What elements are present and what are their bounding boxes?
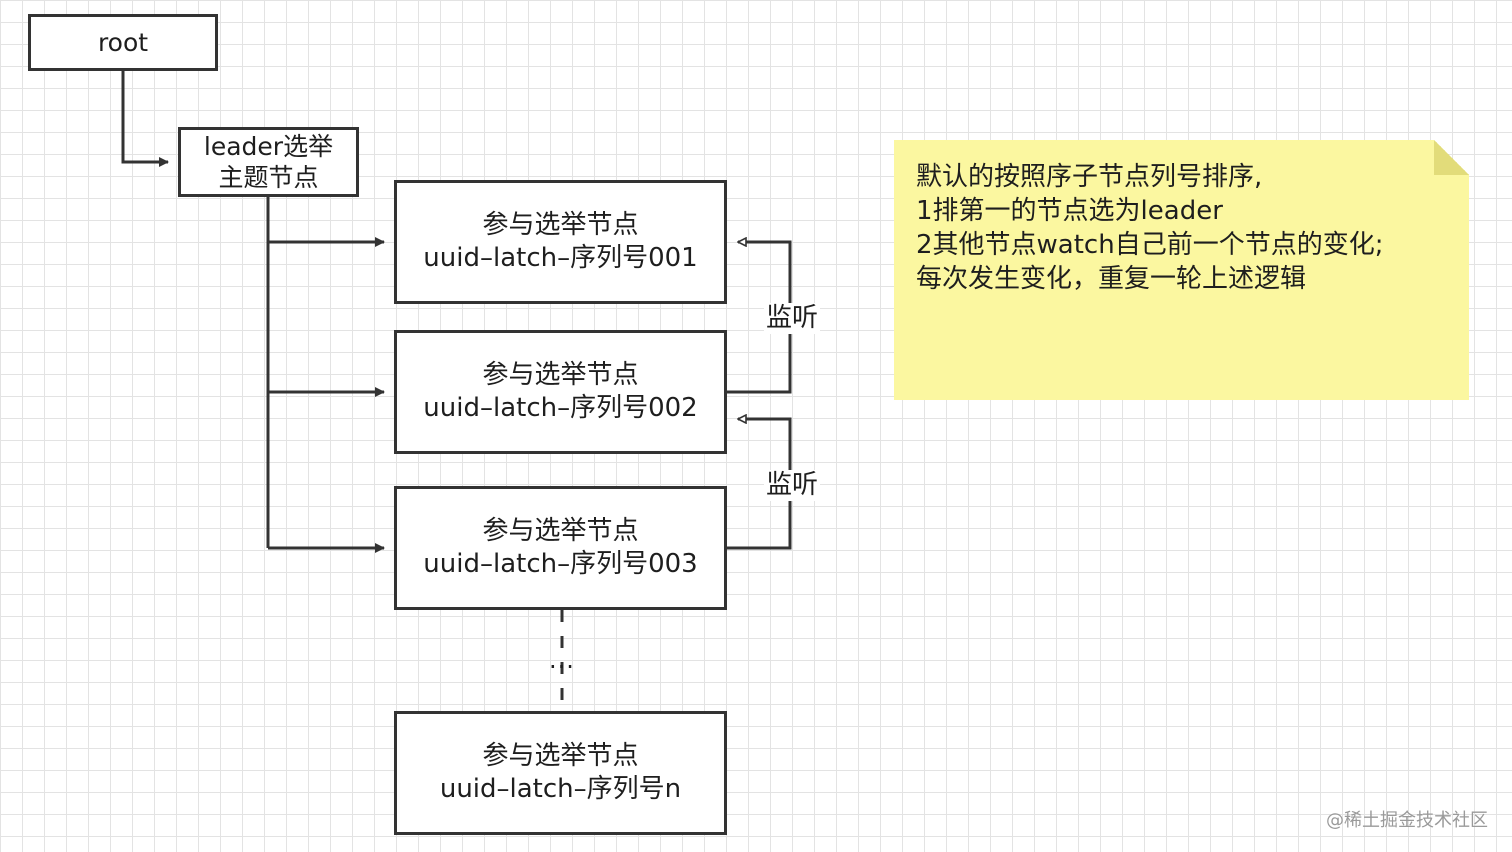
participant-node-title: 参与选举节点: [482, 209, 639, 240]
sticky-note: 默认的按照序子节点列号排序, 1排第一的节点选为leader 2其他节点watc…: [894, 140, 1469, 400]
note-line-4: 每次发生变化，重复一轮上述逻辑: [916, 264, 1307, 294]
watch-label-1: 监听: [764, 303, 821, 335]
participant-node-id: uuid–latch–序列号n: [439, 774, 682, 804]
participant-node-001: 参与选举节点 uuid–latch–序列号001: [394, 180, 727, 304]
participant-node-title: 参与选举节点: [482, 359, 639, 390]
participant-node-n: 参与选举节点 uuid–latch–序列号n: [394, 711, 727, 835]
participant-node-title: 参与选举节点: [482, 515, 639, 546]
participant-node-title: 参与选举节点: [482, 740, 639, 771]
watch-label-2: 监听: [764, 470, 821, 502]
note-line-2: 1排第一的节点选为leader: [916, 196, 1223, 226]
note-line-3: 2其他节点watch自己前一个节点的变化;: [916, 230, 1384, 260]
participant-node-id: uuid–latch–序列号001: [423, 243, 698, 273]
participant-node-002: 参与选举节点 uuid–latch–序列号002: [394, 330, 727, 454]
sticky-note-folded-corner: [1434, 140, 1469, 175]
root-to-topic-connector: [121, 71, 169, 167]
topic-node-line1: leader选举: [203, 131, 334, 161]
note-line-1: 默认的按照序子节点列号排序,: [916, 162, 1263, 192]
ellipsis-label: ...: [549, 646, 575, 674]
root-node: root: [28, 14, 218, 71]
participant-node-003: 参与选举节点 uuid–latch–序列号003: [394, 486, 727, 610]
watermark: @稀土掘金技术社区: [1326, 810, 1488, 831]
leader-election-topic-node: leader选举 主题节点: [178, 127, 359, 197]
topic-node-line2: 主题节点: [218, 163, 319, 192]
sticky-note-text: 默认的按照序子节点列号排序, 1排第一的节点选为leader 2其他节点watc…: [916, 160, 1383, 296]
root-node-label: root: [97, 27, 149, 57]
participant-node-id: uuid–latch–序列号003: [423, 549, 698, 579]
participant-node-id: uuid–latch–序列号002: [423, 393, 698, 423]
